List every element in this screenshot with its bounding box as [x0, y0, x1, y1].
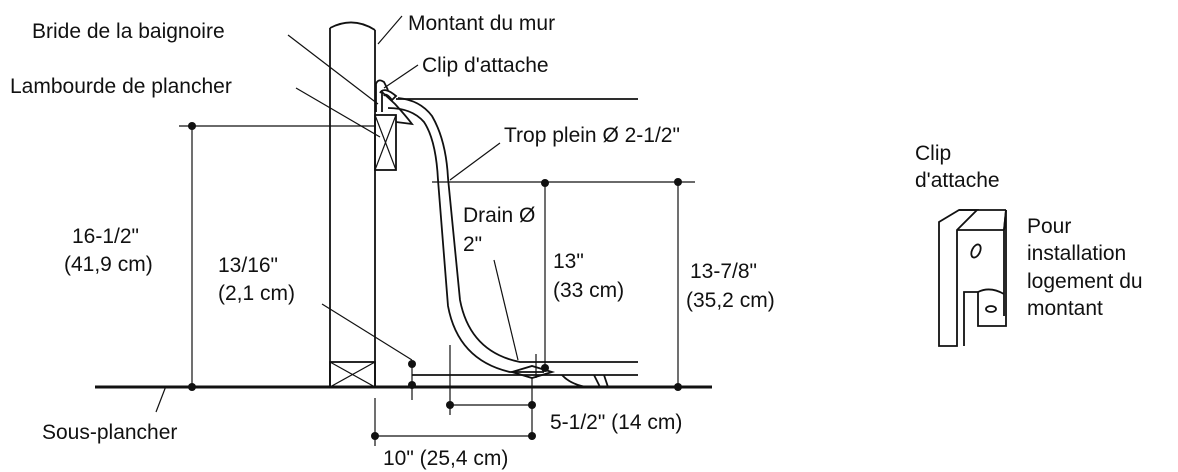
label-montant: Montant du mur	[408, 12, 555, 35]
attachment-clip-sketch	[379, 89, 398, 102]
label-pour-4: montant	[1027, 297, 1103, 320]
label-clip-detail-1: Clip	[915, 142, 951, 165]
leader-drain	[493, 259, 519, 361]
label-pour-2: installation	[1027, 242, 1126, 265]
label-sous-plancher: Sous-plancher	[42, 421, 177, 444]
dimension-10	[371, 398, 536, 446]
leader-clip	[383, 64, 419, 89]
label-pour-3: logement du	[1027, 270, 1143, 293]
dim-5-1-2: 5-1/2" (14 cm)	[550, 411, 682, 434]
leader-lambourde	[295, 87, 381, 138]
dimension-16-1-2	[179, 122, 376, 391]
label-bride: Bride de la baignoire	[32, 20, 225, 43]
dimension-5-1-2	[446, 345, 536, 440]
label-drain-2: 2"	[463, 233, 482, 256]
leader-montant	[377, 15, 403, 45]
dim-13-16-cm: (2,1 cm)	[218, 282, 295, 305]
dim-13-7-8-cm: (35,2 cm)	[686, 289, 775, 312]
dim-13-7-8-in: 13-7/8"	[690, 260, 757, 283]
dim-13-16-in: 13/16"	[218, 254, 278, 277]
dimension-13	[541, 179, 549, 372]
dim-13-in: 13"	[553, 250, 584, 273]
label-clip: Clip d'attache	[422, 54, 549, 77]
leader-trop-plein	[449, 142, 501, 181]
label-clip-detail-2: d'attache	[915, 169, 1000, 192]
label-drain-1: Drain Ø	[463, 204, 535, 227]
dim-16-1-2-cm: (41,9 cm)	[64, 253, 153, 276]
drain-assembly	[508, 354, 609, 388]
dim-13-cm: (33 cm)	[553, 279, 624, 302]
leader-bride	[287, 34, 379, 105]
label-trop-plein: Trop plein Ø 2-1/2"	[504, 124, 680, 147]
floor-joist-block	[374, 114, 397, 171]
dimension-13-7-8	[432, 178, 695, 391]
clip-detail-drawing	[938, 209, 1007, 347]
tub-wall-outer	[397, 97, 638, 363]
tub-wall-inner	[387, 107, 544, 373]
dim-16-1-2-in: 16-1/2"	[72, 225, 139, 248]
leader-sous-plancher	[155, 385, 167, 413]
dimension-13-16	[321, 303, 416, 400]
tub-flange	[375, 79, 414, 126]
wall-stud	[329, 21, 376, 388]
label-lambourde: Lambourde de plancher	[10, 75, 232, 98]
label-pour-1: Pour	[1027, 215, 1071, 238]
dim-10: 10" (25,4 cm)	[383, 447, 508, 470]
